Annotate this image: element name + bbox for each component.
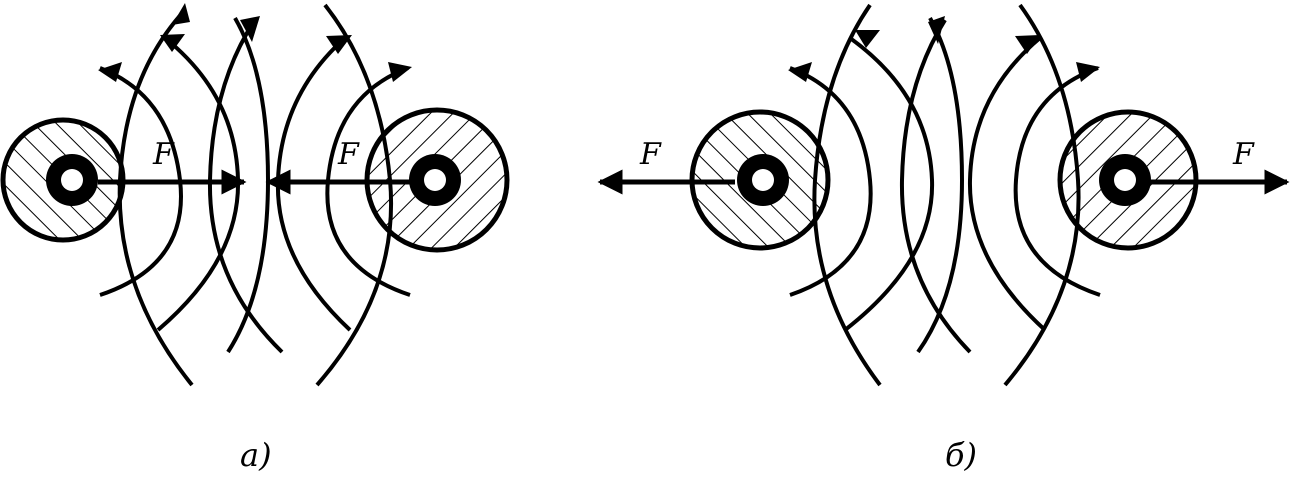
arrowhead [388,62,412,82]
caption-b: б) [945,436,977,474]
field-line [843,36,935,332]
panel-b: F F б) [597,3,1290,474]
arrowhead [855,30,880,48]
force-label-right: F [1232,137,1255,172]
arrowhead [788,62,812,82]
force-label-right: F [337,137,360,172]
panel-b-conductor-right [1057,109,1199,251]
field-line [916,17,965,354]
arrowhead [326,35,352,54]
panel-a-field-arrows [98,3,412,82]
field-line [207,18,284,354]
arrowhead [160,34,185,52]
arrowhead [928,16,945,44]
panel-a-field-lines [99,3,411,387]
panel-b-field-arrows [788,16,1100,82]
arrowhead [1076,62,1100,82]
panel-a-conductor-right [364,107,510,253]
force-label-left: F [639,137,662,172]
arrowhead [172,3,190,25]
field-line [226,16,271,354]
caption-a: a) [240,436,272,474]
arrowhead [240,16,260,42]
panel-b-conductor-left [689,109,831,251]
panel-b-field-lines [789,3,1101,387]
panel-a: F F a) [0,3,510,474]
arrowhead [1015,35,1040,54]
field-line [899,18,972,354]
arrowhead [98,62,122,82]
field-line [1013,66,1101,297]
force-label-left: F [152,137,175,172]
field-line [967,36,1047,332]
